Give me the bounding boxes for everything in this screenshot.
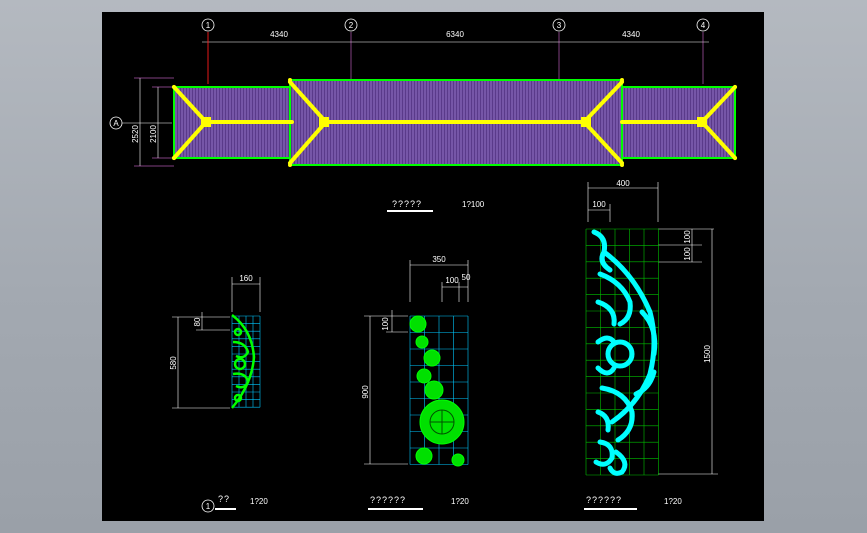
detail2-scale: 1?20 [451, 497, 469, 506]
detail3-title: ?????? [586, 495, 622, 505]
ridge-joints [201, 117, 707, 127]
roof-ridges [172, 80, 737, 165]
detail3-scale: 1?20 [664, 497, 682, 506]
depth-dimension: 2520 2100 [131, 77, 174, 167]
detail-1: 160 80 580 1 ?? 1?20 [169, 274, 268, 513]
detail2-title-block: ?????? 1?20 [368, 495, 469, 510]
detail2-title: ?????? [370, 495, 406, 505]
detail-3: 400 100 100 100 1500 ?????? 1?20 [584, 179, 718, 510]
detail2-dimensions [364, 260, 469, 465]
detail1-height-label: 580 [169, 356, 178, 370]
grid-bubble-2: 2 [344, 18, 358, 32]
grid-bubble-1: 1 [201, 18, 215, 32]
detail1-title: ?? [218, 494, 230, 504]
span-label-2: 6340 [446, 30, 464, 39]
svg-text:1: 1 [206, 21, 211, 30]
detail3-height-label: 1500 [703, 345, 712, 363]
plan-scale: 1?100 [462, 200, 485, 209]
svg-text:A: A [113, 119, 119, 128]
grid-bubble-4: 4 [696, 18, 710, 32]
svg-text:3: 3 [557, 21, 562, 30]
detail1-top-label: 80 [193, 317, 202, 326]
detail3-v2-label: 100 [683, 247, 692, 261]
detail2-ornament [409, 315, 465, 467]
row-bubble-a: A [109, 116, 172, 130]
plan-title-block: ????? 1?100 [387, 199, 485, 212]
detail1-width-label: 160 [239, 274, 253, 283]
detail1-title-block: 1 ?? 1?20 [201, 494, 268, 513]
detail1-marker: 1 [206, 502, 211, 511]
span-label-1: 4340 [270, 30, 288, 39]
detail3-sub-label: 100 [592, 200, 606, 209]
plan-view: 1 2 3 4 4340 6340 4340 A [109, 18, 737, 212]
detail2-top-label: 100 [381, 317, 390, 331]
detail2-sub2-label: 50 [462, 273, 471, 282]
detail-2: 350 100 50 100 900 ?????? 1?20 [361, 255, 471, 510]
detail3-dimensions [587, 182, 718, 475]
detail1-ornament [231, 314, 256, 409]
corner-markers [172, 78, 737, 167]
detail2-height-label: 900 [361, 385, 370, 399]
detail2-width-label: 350 [432, 255, 446, 264]
detail2-sub1-label: 100 [445, 276, 459, 285]
detail3-width-label: 400 [616, 179, 630, 188]
detail2-ornament-detail [429, 409, 455, 435]
detail3-ornament [591, 229, 658, 476]
grid-bubble-3: 3 [552, 18, 566, 32]
span-label-3: 4340 [622, 30, 640, 39]
depth-inner-label: 2100 [149, 125, 158, 143]
drawing-svg: 1 2 3 4 4340 6340 4340 A [109, 18, 737, 513]
detail1-scale: 1?20 [250, 497, 268, 506]
svg-text:2: 2 [349, 21, 354, 30]
depth-outer-label: 2520 [131, 125, 140, 143]
svg-text:4: 4 [701, 21, 706, 30]
detail3-v1-label: 100 [683, 230, 692, 244]
detail1-dimensions [172, 277, 261, 409]
plan-title: ????? [392, 199, 422, 209]
detail3-title-block: ?????? 1?20 [584, 495, 682, 510]
cad-drawing-canvas[interactable]: 1 2 3 4 4340 6340 4340 A [102, 12, 764, 521]
